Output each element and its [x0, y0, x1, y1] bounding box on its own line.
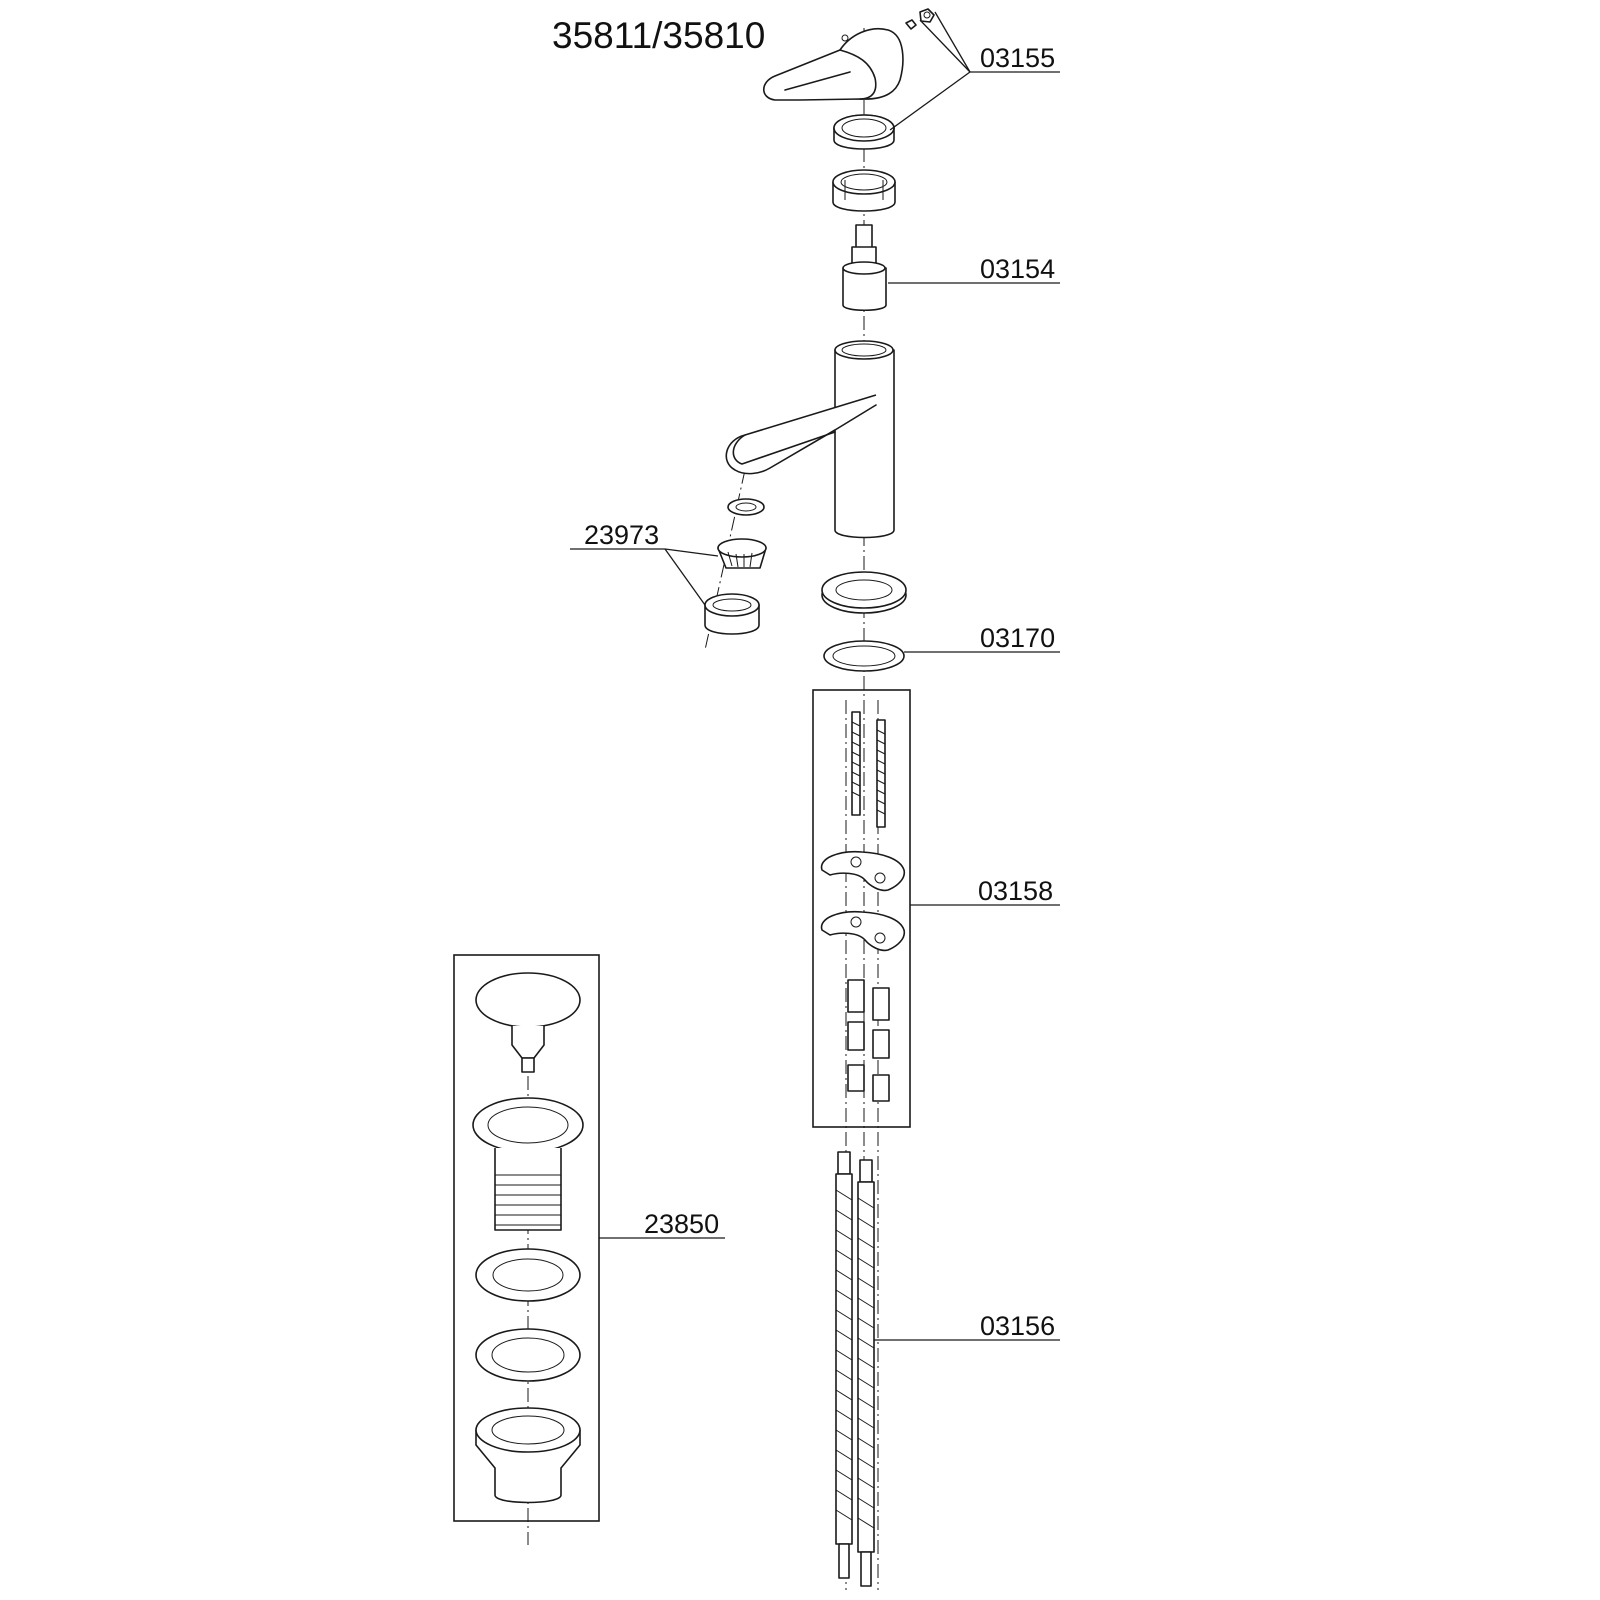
- part-label-03156: 03156: [980, 1311, 1055, 1341]
- aerator-washer: [727, 498, 765, 516]
- leader-lines: [570, 11, 1060, 1341]
- part-label-23973: 23973: [584, 520, 659, 550]
- handle-lever: [762, 28, 904, 101]
- base-flange: [821, 571, 907, 614]
- mounting-studs: [851, 711, 886, 828]
- aerator-insert: [717, 538, 767, 569]
- drain-body: [472, 1097, 584, 1231]
- mounting-kit-frame: [812, 689, 911, 1128]
- model-number-title: 35811/35810: [552, 15, 765, 56]
- bonnet-nut: [832, 169, 896, 212]
- faucet-body: [725, 340, 895, 539]
- part-label-03170: 03170: [980, 623, 1055, 653]
- handle-set-screws: [905, 8, 935, 30]
- cartridge: [842, 224, 887, 312]
- base-gasket: [823, 640, 905, 672]
- part-label-03154: 03154: [980, 254, 1055, 284]
- drain-stopper: [475, 972, 581, 1073]
- drain-gaskets: [475, 1248, 581, 1382]
- mounting-nuts: [847, 979, 890, 1102]
- part-label-03158: 03158: [978, 876, 1053, 906]
- cap-dome: [833, 114, 895, 150]
- mounting-brackets: [820, 850, 906, 952]
- drain-locknut: [475, 1407, 581, 1504]
- aerator-housing: [704, 593, 760, 635]
- supply-hoses: [835, 1151, 875, 1587]
- part-label-03155: 03155: [980, 43, 1055, 73]
- part-label-23850: 23850: [644, 1209, 719, 1239]
